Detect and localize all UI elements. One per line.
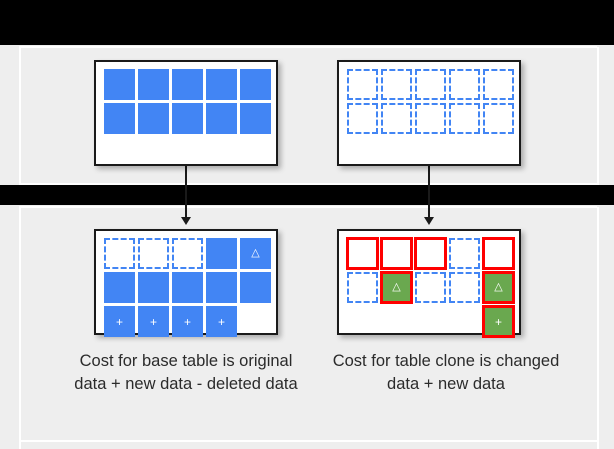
table-cell [381, 103, 412, 134]
caption-table-clone: Cost for table clone is changed data + n… [332, 352, 560, 394]
arrow-line-table-clone [428, 166, 430, 219]
cell-grid [347, 69, 514, 134]
table-cell [380, 237, 413, 270]
arrow-line-base-table [185, 166, 187, 219]
table-cell: + [206, 306, 237, 337]
table-cell: + [104, 306, 135, 337]
table-cell [347, 272, 378, 303]
caption-base-table: Cost for base table is original data + n… [74, 352, 298, 394]
table-cell: – [138, 238, 169, 269]
cell-glyph: △ [251, 247, 260, 259]
table-cell [415, 272, 446, 303]
panel-base-table-original [94, 60, 278, 166]
table-cell [206, 103, 237, 134]
table-cell: △ [240, 238, 271, 269]
cell-glyph: – [150, 246, 157, 261]
table-cell [347, 69, 378, 100]
table-cell [415, 69, 446, 100]
table-cell [347, 306, 378, 337]
table-cell [449, 272, 480, 303]
cell-glyph: + [183, 314, 191, 329]
cell-grid: △ △ + [346, 237, 515, 338]
table-cell: – [172, 238, 203, 269]
cell-glyph: + [149, 314, 157, 329]
table-cell [415, 103, 446, 134]
table-cell [240, 103, 271, 134]
panel-table-clone-after-changes: △ △ + [337, 229, 521, 338]
table-cell: △ [380, 271, 413, 304]
table-cell [206, 238, 237, 269]
table-cell [483, 69, 514, 100]
table-cell [415, 306, 446, 337]
cell-grid [104, 69, 271, 134]
table-cell [240, 69, 271, 100]
table-cell: + [482, 305, 515, 338]
table-cell [240, 306, 271, 337]
slide-edge-hairline-bottom [19, 440, 597, 442]
cell-glyph: + [494, 314, 502, 329]
table-cell: △ [482, 271, 515, 304]
slide-edge-hairline-left-top [19, 47, 21, 185]
table-cell [381, 306, 412, 337]
cell-grid: – – – △ + + + + [104, 238, 271, 337]
cell-glyph: + [217, 314, 225, 329]
panel-base-table-after-changes: – – – △ + + + + [94, 229, 278, 337]
slide-edge-hairline-left-bottom [19, 207, 21, 449]
table-cell [138, 69, 169, 100]
table-cell [482, 237, 515, 270]
table-cell [346, 237, 379, 270]
table-cell: + [172, 306, 203, 337]
table-cell [138, 272, 169, 303]
table-cell: – [104, 238, 135, 269]
middle-letterbox-bar [0, 185, 614, 205]
table-cell [240, 272, 271, 303]
cell-glyph: + [115, 314, 123, 329]
slide-edge-hairline-mid-upper [19, 183, 597, 185]
slide-edge-hairline-right-top [597, 47, 599, 185]
table-cell [347, 103, 378, 134]
table-cell [104, 103, 135, 134]
table-cell [449, 238, 480, 269]
table-cell [449, 69, 480, 100]
table-cell [138, 103, 169, 134]
cell-glyph: – [184, 246, 191, 261]
slide-edge-hairline-mid-lower [19, 206, 597, 208]
table-cell [172, 103, 203, 134]
table-cell [449, 306, 480, 337]
table-cell [172, 272, 203, 303]
arrow-head-base-table [181, 217, 191, 225]
table-cell [206, 272, 237, 303]
cell-glyph: △ [494, 281, 503, 293]
cell-glyph: – [116, 246, 123, 261]
top-letterbox-bar [0, 0, 614, 45]
table-cell [483, 103, 514, 134]
table-cell [206, 69, 237, 100]
table-cell [104, 272, 135, 303]
table-cell [414, 237, 447, 270]
table-cell [449, 103, 480, 134]
arrow-head-table-clone [424, 217, 434, 225]
table-cell: + [138, 306, 169, 337]
table-cell [381, 69, 412, 100]
panel-table-clone-empty [337, 60, 521, 166]
table-cell [104, 69, 135, 100]
cell-glyph: △ [392, 281, 401, 293]
slide-edge-hairline-right-bottom [597, 207, 599, 449]
slide-edge-hairline-top [19, 46, 597, 48]
table-cell [172, 69, 203, 100]
